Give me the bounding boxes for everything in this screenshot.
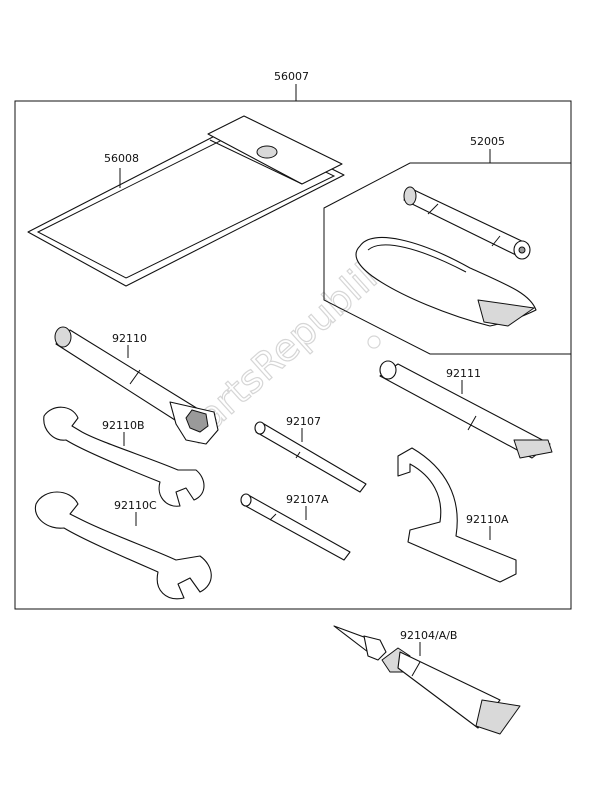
part-number-56008: 56008	[104, 152, 139, 165]
screwdriver	[254, 421, 367, 493]
part-number-92104-a-b: 92104/A/B	[400, 629, 457, 642]
screwdriver-a	[240, 493, 351, 561]
pump-kit-frame	[323, 162, 572, 355]
open-end-wrench-c	[34, 491, 212, 600]
part-number-92110C: 92110C	[114, 499, 157, 512]
hook-spanner	[397, 447, 517, 583]
part-number-92110A: 92110A	[466, 513, 509, 526]
tool-handle	[379, 360, 553, 459]
watermark-gear-icon	[367, 335, 381, 349]
part-number-92110: 92110	[112, 332, 147, 345]
part-number-52005: 52005	[470, 135, 505, 148]
part-number-56007: 56007	[274, 70, 309, 83]
tire-pump	[403, 186, 531, 260]
part-number-92107A: 92107A	[286, 493, 329, 506]
part-number-92110B: 92110B	[102, 419, 145, 432]
tool-kit-frame	[14, 100, 572, 610]
box-wrench	[54, 326, 219, 445]
tool-pouch	[27, 115, 345, 287]
open-end-wrench-b	[43, 406, 205, 507]
part-number-92107: 92107	[286, 415, 321, 428]
pump-bag	[355, 236, 537, 327]
grease-tube	[333, 625, 521, 735]
part-number-92111: 92111	[446, 367, 481, 380]
